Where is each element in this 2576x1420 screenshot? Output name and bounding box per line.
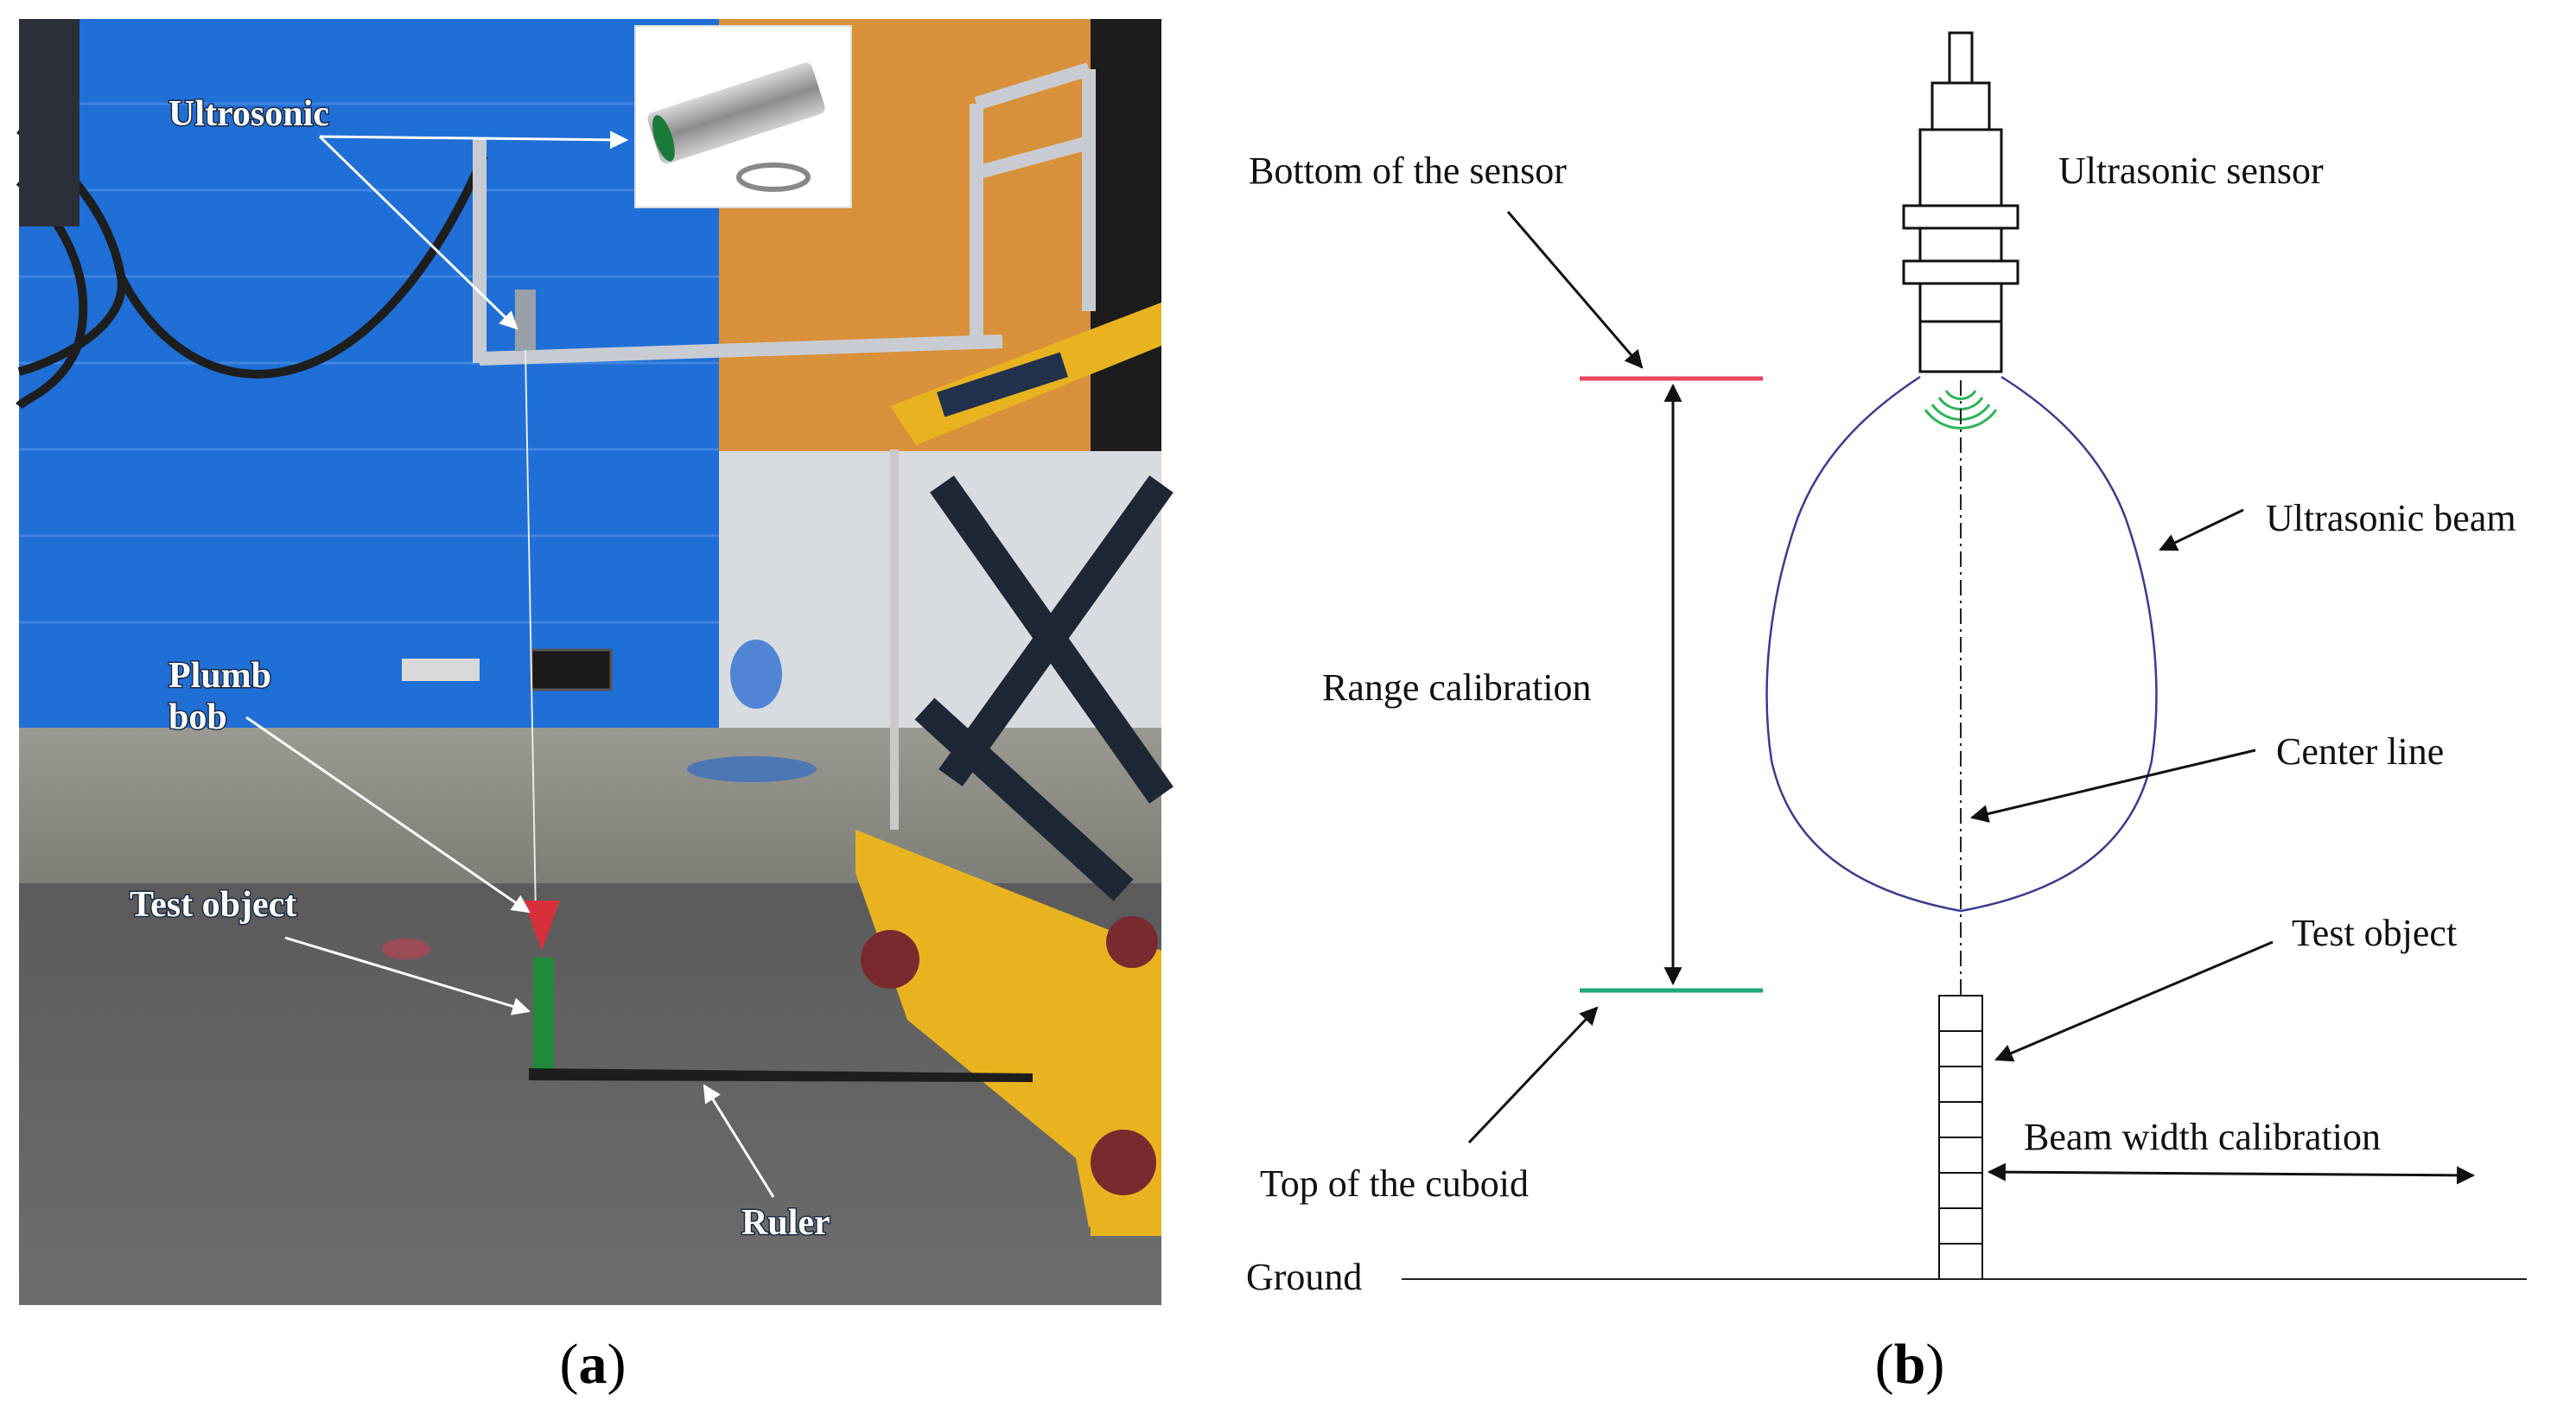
test-object-cuboid	[1938, 995, 1983, 1280]
arrow-test-object-b	[1994, 940, 2274, 1062]
label-center-line: Center line	[2276, 730, 2444, 773]
panel-b-diagram: Bottom of the sensor Ultrasonic sensor U…	[1246, 31, 2527, 1298]
dark-doorway	[1091, 19, 1161, 451]
red-ground-stain	[382, 939, 430, 959]
arrow-test-object	[284, 936, 531, 1016]
arrow-ultrasonic-sensor	[318, 135, 518, 330]
panel-a-photo: Ultrosonic Plumb bob Test object Ruler	[16, 19, 1174, 1305]
label-test-object: Test object	[130, 885, 296, 925]
ruler	[529, 1068, 1033, 1082]
arrow-plumb-bob	[245, 716, 531, 914]
label-ultrasonic-sensor: Ultrasonic sensor	[2058, 150, 2324, 192]
plumb-line	[525, 349, 537, 917]
arrow-bottom-of-sensor	[1506, 211, 1644, 369]
label-ultrasonic: Ultrosonic	[169, 94, 329, 134]
arrow-ruler	[703, 1084, 775, 1198]
label-ruler: Ruler	[741, 1203, 830, 1243]
sensor-inset	[634, 25, 852, 208]
plumb-bob	[524, 901, 560, 951]
wall-panel-lines	[19, 102, 719, 624]
label-top-of-cuboid: Top of the cuboid	[1260, 1162, 1529, 1205]
arrow-center-line	[1969, 748, 2256, 823]
label-test-object: Test object	[2292, 912, 2457, 954]
beam-width-arrow	[1987, 1162, 2476, 1185]
arrow-ultrasonic-beam	[2159, 508, 2244, 551]
ultrasonic-beam-outline	[1765, 375, 2158, 913]
wall-vent	[530, 648, 613, 691]
wall-sign	[402, 659, 480, 681]
hose-reel	[19, 19, 80, 226]
label-beam-width-calibration: Beam width calibration	[2024, 1116, 2381, 1158]
mounted-sensor	[515, 290, 536, 350]
blue-ground-stain	[687, 756, 817, 782]
label-range-calibration: Range calibration	[1322, 666, 1592, 709]
label-plumb-line1: Plumb	[169, 656, 271, 696]
label-bottom-of-sensor: Bottom of the sensor	[1249, 150, 1567, 192]
label-plumb-line2: bob	[169, 697, 227, 737]
test-object-bar	[533, 958, 554, 1072]
label-plumb-bob: Plumb bob	[169, 656, 281, 737]
label-ground: Ground	[1246, 1256, 1362, 1298]
panel-b-label: (b)	[1875, 1333, 1945, 1396]
panel-a-label: (a)	[560, 1333, 627, 1396]
label-ultrasonic-beam: Ultrasonic beam	[2266, 497, 2516, 539]
aluminium-frame	[473, 62, 1096, 366]
scissor-lift	[855, 302, 1174, 1236]
blue-paint-mark	[730, 640, 782, 709]
arrow-ultrasonic-inset	[319, 131, 629, 150]
arrow-top-of-cuboid	[1467, 1006, 1599, 1144]
ultrasonic-sensor-drawing	[1902, 31, 2019, 373]
